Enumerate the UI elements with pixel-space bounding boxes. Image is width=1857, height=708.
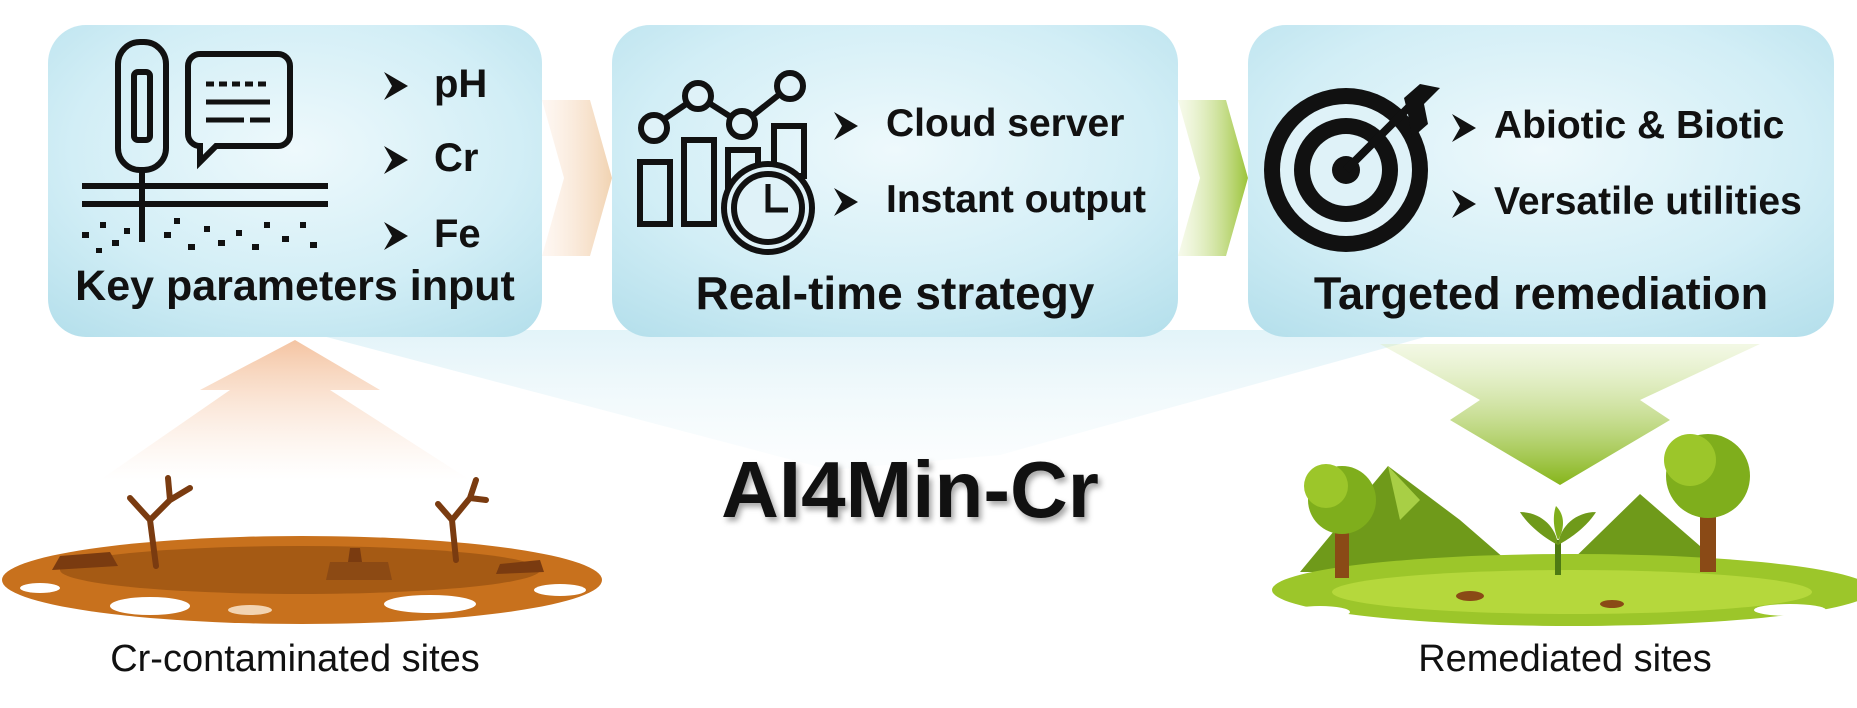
box-key-parameters (48, 25, 542, 337)
bullet-instant-output: Instant output (886, 178, 1146, 221)
box1-title: Key parameters input (75, 262, 515, 310)
bullet-arrow (834, 188, 858, 216)
box-targeted-remediation (1248, 25, 1834, 337)
bullet-fe: Fe (434, 212, 481, 256)
box2-title: Real-time strategy (695, 267, 1095, 319)
bullet-abiotic-biotic: Abiotic & Biotic (1494, 104, 1785, 147)
target-dart-icon (1264, 84, 1440, 252)
background-band (300, 330, 1450, 470)
bullet-markers (384, 72, 1476, 250)
bullet-arrow (1452, 114, 1476, 142)
soil-dots (82, 218, 317, 253)
down-arrow (1380, 344, 1760, 485)
analytics-chart-clock-icon (637, 70, 815, 255)
flow-arrow-2 (1178, 100, 1248, 256)
center-title: AI4Min-Cr (721, 445, 1099, 534)
up-arrow (100, 340, 470, 480)
bullet-arrow (1452, 190, 1476, 218)
bullet-arrow (384, 222, 408, 250)
bullet-arrow (834, 112, 858, 140)
bullet-versatile-utilities: Versatile utilities (1494, 180, 1802, 223)
soil-probe-sensor-icon (82, 39, 328, 242)
remediated-sites-label: Remediated sites (1418, 638, 1712, 680)
flow-arrow-1 (542, 100, 612, 256)
contaminated-site-illustration (2, 475, 602, 624)
box-real-time-strategy (612, 25, 1178, 337)
bullet-arrow (384, 72, 408, 100)
bullet-arrow (384, 146, 408, 174)
remediated-site-illustration (1272, 434, 1857, 626)
bullet-cloud-server: Cloud server (886, 102, 1125, 145)
box3-title: Targeted remediation (1313, 268, 1769, 319)
bullet-ph: pH (434, 62, 488, 106)
contaminated-sites-label: Cr-contaminated sites (110, 638, 480, 680)
bullet-cr: Cr (434, 136, 479, 180)
